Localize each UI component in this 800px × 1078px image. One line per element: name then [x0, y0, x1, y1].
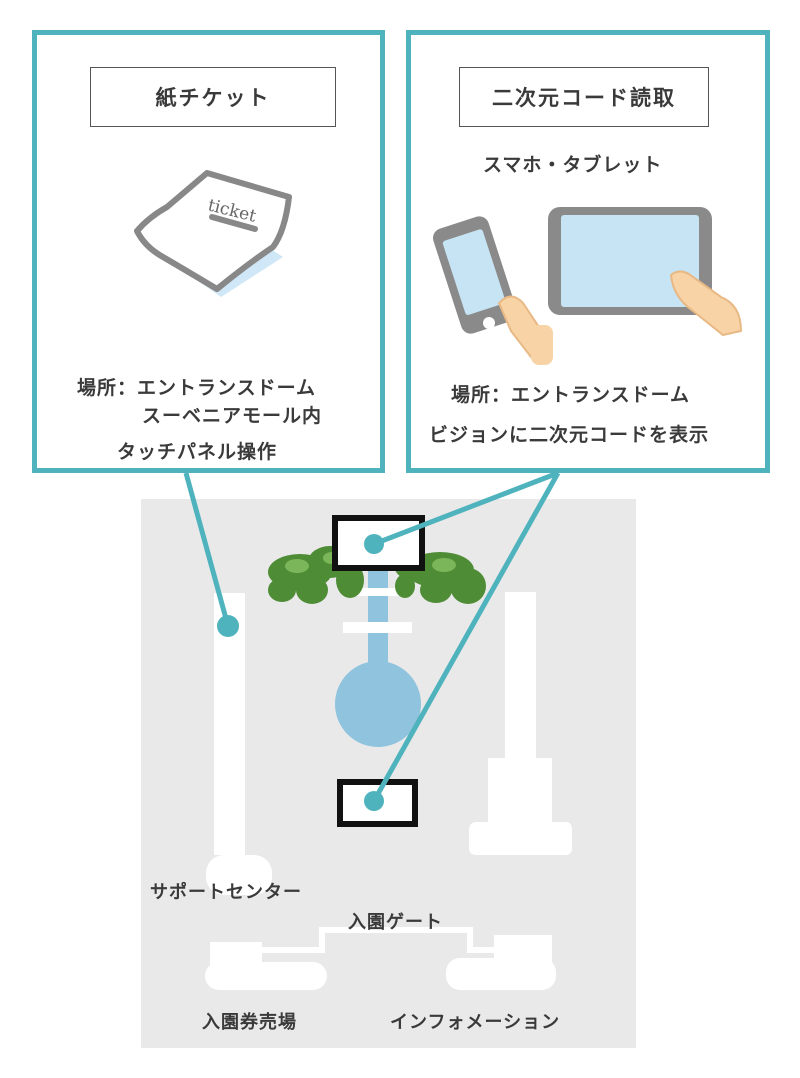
qr-code-panel: 二次元コード読取 スマホ・タブレット 場所：エントランスドーム ビジョンに二次元… [406, 30, 770, 473]
ticket-illustration: ticket [134, 170, 292, 297]
ticket-booth-building-lower [205, 962, 327, 990]
hand-icon-tablet [669, 270, 743, 337]
qr-code-title: 二次元コード読取 [459, 67, 709, 127]
vision-screen-top [332, 515, 425, 571]
paper-ticket-title: 紙チケット [90, 67, 336, 127]
fountain-pool [335, 661, 421, 747]
label-ticket-booth: 入園券売場 [202, 1012, 297, 1033]
right-walkway [505, 592, 536, 758]
marker-vision-top [364, 534, 384, 554]
paper-ticket-panel: 紙チケット ticket 場所：エントランスドーム スーベニアモール内 タッチパ… [32, 30, 385, 473]
support-center-building [206, 855, 272, 895]
label-entrance-gate: 入園ゲート [348, 912, 443, 933]
device-illustration [433, 207, 743, 365]
left-location-line1: 場所：エントランスドーム [77, 377, 317, 399]
fountain-bridge-1 [346, 588, 412, 596]
leader-line-right-top [373, 470, 559, 547]
smartphone-icon [433, 216, 517, 334]
marker-left [217, 615, 239, 637]
devices-label: スマホ・タブレット [483, 154, 663, 176]
fountain-bridge-2 [343, 622, 412, 633]
marker-vision-bottom [364, 791, 384, 811]
hand-icon-phone [497, 295, 553, 365]
entrance-gate-line [262, 927, 494, 953]
tablet-icon [548, 207, 712, 315]
right-location: 場所：エントランスドーム [451, 384, 691, 406]
information-building-lower [446, 958, 556, 990]
label-information: インフォメーション [390, 1012, 561, 1033]
label-support-center: サポートセンター [150, 882, 302, 903]
right-building [469, 758, 572, 855]
left-operation: タッチパネル操作 [117, 441, 278, 463]
leader-line-left [183, 472, 231, 627]
leader-line-right-bottom [371, 471, 561, 803]
ticket-icon: ticket [134, 170, 292, 292]
left-location-line2: スーベニアモール内 [142, 405, 323, 427]
display-note: ビジョンに二次元コードを表示 [429, 424, 710, 446]
